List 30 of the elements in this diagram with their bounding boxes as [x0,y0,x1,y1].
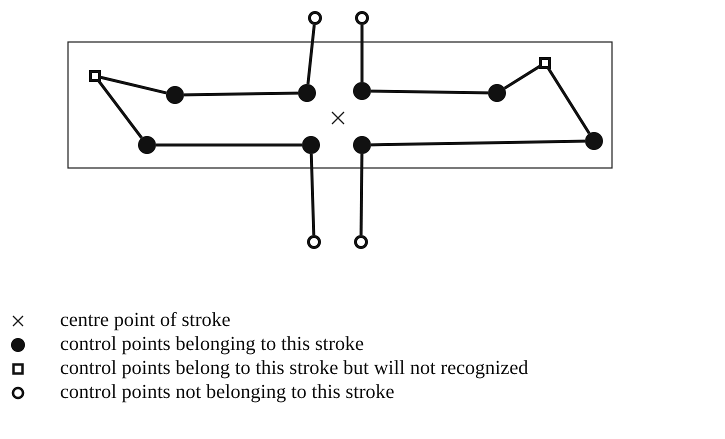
open-circle-point [308,11,322,25]
open-circle-point [355,11,369,25]
legend-text: control points belong to this stroke but will not recognized [60,357,528,380]
square-point [539,57,551,69]
legend-text: control points not belonging to this stroke [60,381,394,404]
stroke-line [156,144,302,146]
stroke-line [306,24,316,84]
stroke-line [360,25,364,82]
filled-dot-point [298,84,316,102]
stroke-line [370,140,586,146]
filled-dot-point [166,86,184,104]
stroke-line [97,80,143,139]
filled-dot-point [138,136,156,154]
filled-dot-point [302,136,320,154]
stroke-line [360,154,364,236]
filled-dot-point [488,84,506,102]
stroke-line [310,154,316,236]
stroke-line [100,76,167,94]
open-circle-point [354,235,368,249]
stroke-line [184,92,298,96]
stroke-line [504,64,541,90]
stroke-line [370,90,488,94]
filled-dot-point [353,82,371,100]
legend-text: control points belonging to this stroke [60,333,364,356]
filled-dot-point [353,136,371,154]
stroke-line [546,67,590,134]
square-point [89,70,101,82]
legend-text: centre point of stroke [60,309,230,332]
open-circle-point [307,235,321,249]
filled-dot-point [585,132,603,150]
